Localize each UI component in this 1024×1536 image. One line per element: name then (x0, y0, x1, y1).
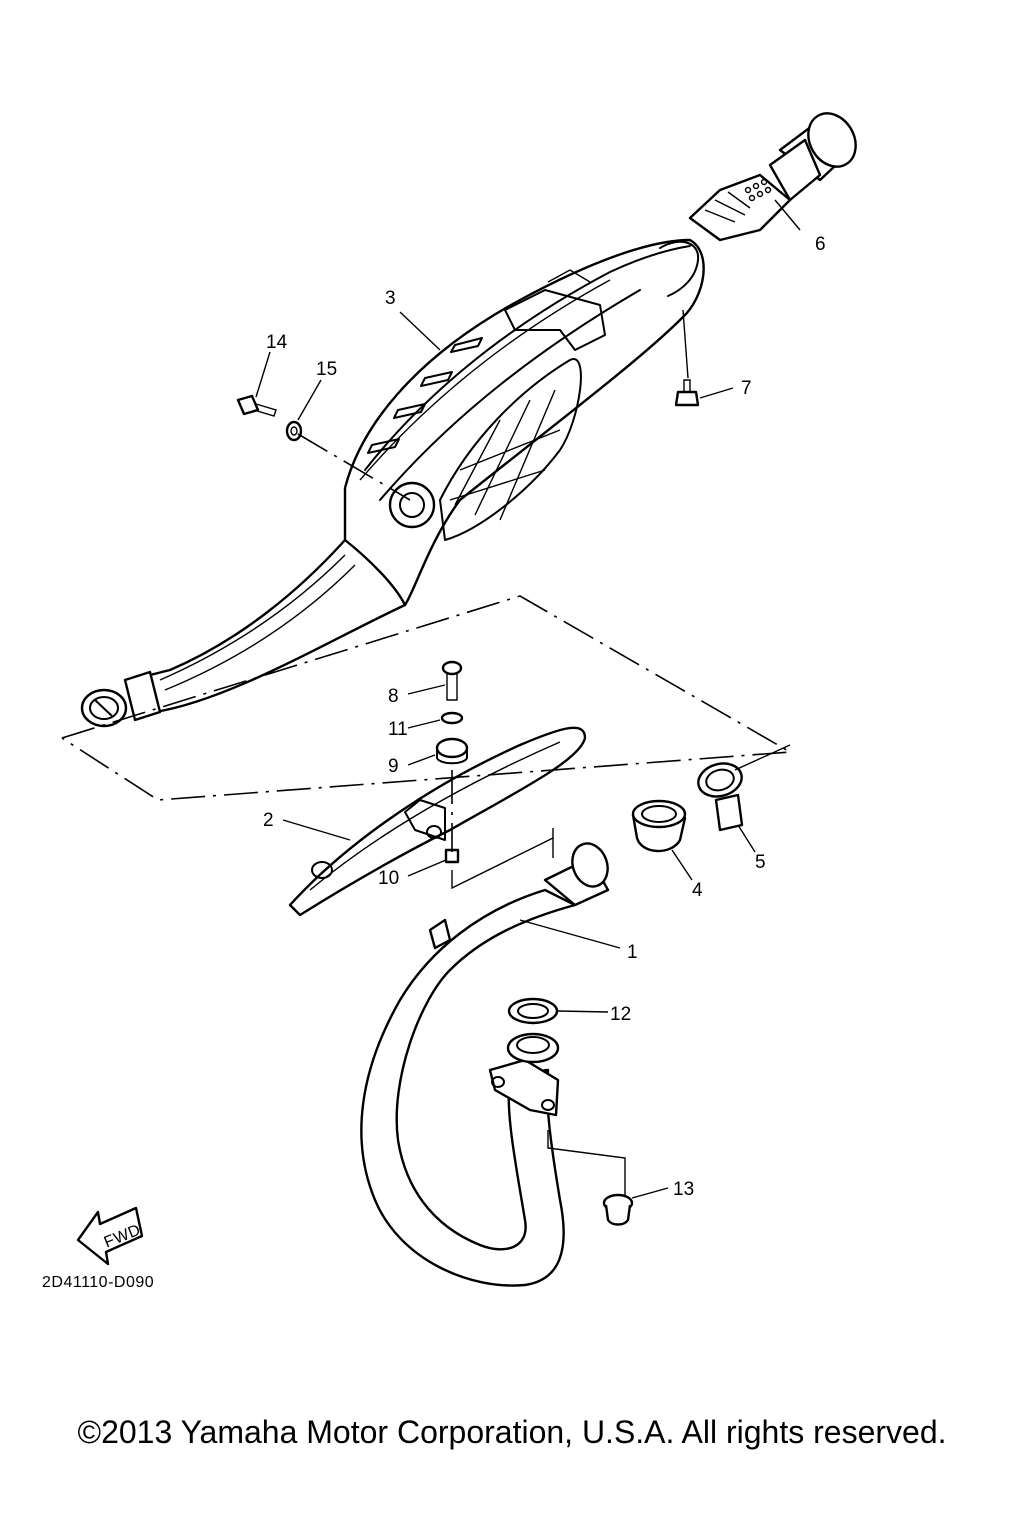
bolt-part-14 (236, 394, 277, 417)
callout-6: 6 (815, 234, 826, 255)
bolt-part-7 (674, 379, 700, 407)
assembly-outline (61, 595, 793, 801)
diagram-code: 2D41110-D090 (42, 1274, 154, 1291)
guard-part-2 (288, 726, 587, 917)
callout-8: 8 (388, 686, 399, 707)
callout-2: 2 (263, 810, 274, 831)
leader-lines (255, 199, 801, 1199)
callout-4: 4 (692, 880, 703, 901)
callout-7: 7 (741, 378, 752, 399)
tailpipe-part-6 (688, 112, 857, 242)
exhaust-pipe-part-1 (360, 842, 610, 1287)
callout-3: 3 (385, 288, 396, 309)
washer-part-11 (440, 711, 464, 725)
gasket-part-4 (631, 799, 687, 853)
washer-part-15 (285, 420, 303, 442)
callout-5: 5 (755, 852, 766, 873)
callout-11: 11 (388, 719, 408, 740)
callout-13: 13 (673, 1179, 694, 1200)
nut-part-13 (602, 1193, 634, 1226)
muffler-part-3 (80, 238, 705, 728)
gasket-part-12 (507, 997, 559, 1025)
copyright-notice: ©2013 Yamaha Motor Corporation, U.S.A. A… (77, 1414, 947, 1450)
bolt-part-8 (441, 660, 463, 701)
mount-axis-line (297, 433, 411, 501)
callout-9: 9 (388, 756, 399, 777)
callout-15: 15 (316, 359, 337, 380)
callout-12: 12 (610, 1004, 631, 1025)
clamp-part-5 (697, 762, 744, 832)
fwd-arrow-icon: FWD (76, 1206, 143, 1266)
callout-10: 10 (378, 868, 399, 889)
callout-14: 14 (266, 332, 288, 353)
grommet-part-9 (435, 737, 469, 765)
callout-1: 1 (627, 942, 638, 963)
collar-part-10 (444, 848, 460, 864)
